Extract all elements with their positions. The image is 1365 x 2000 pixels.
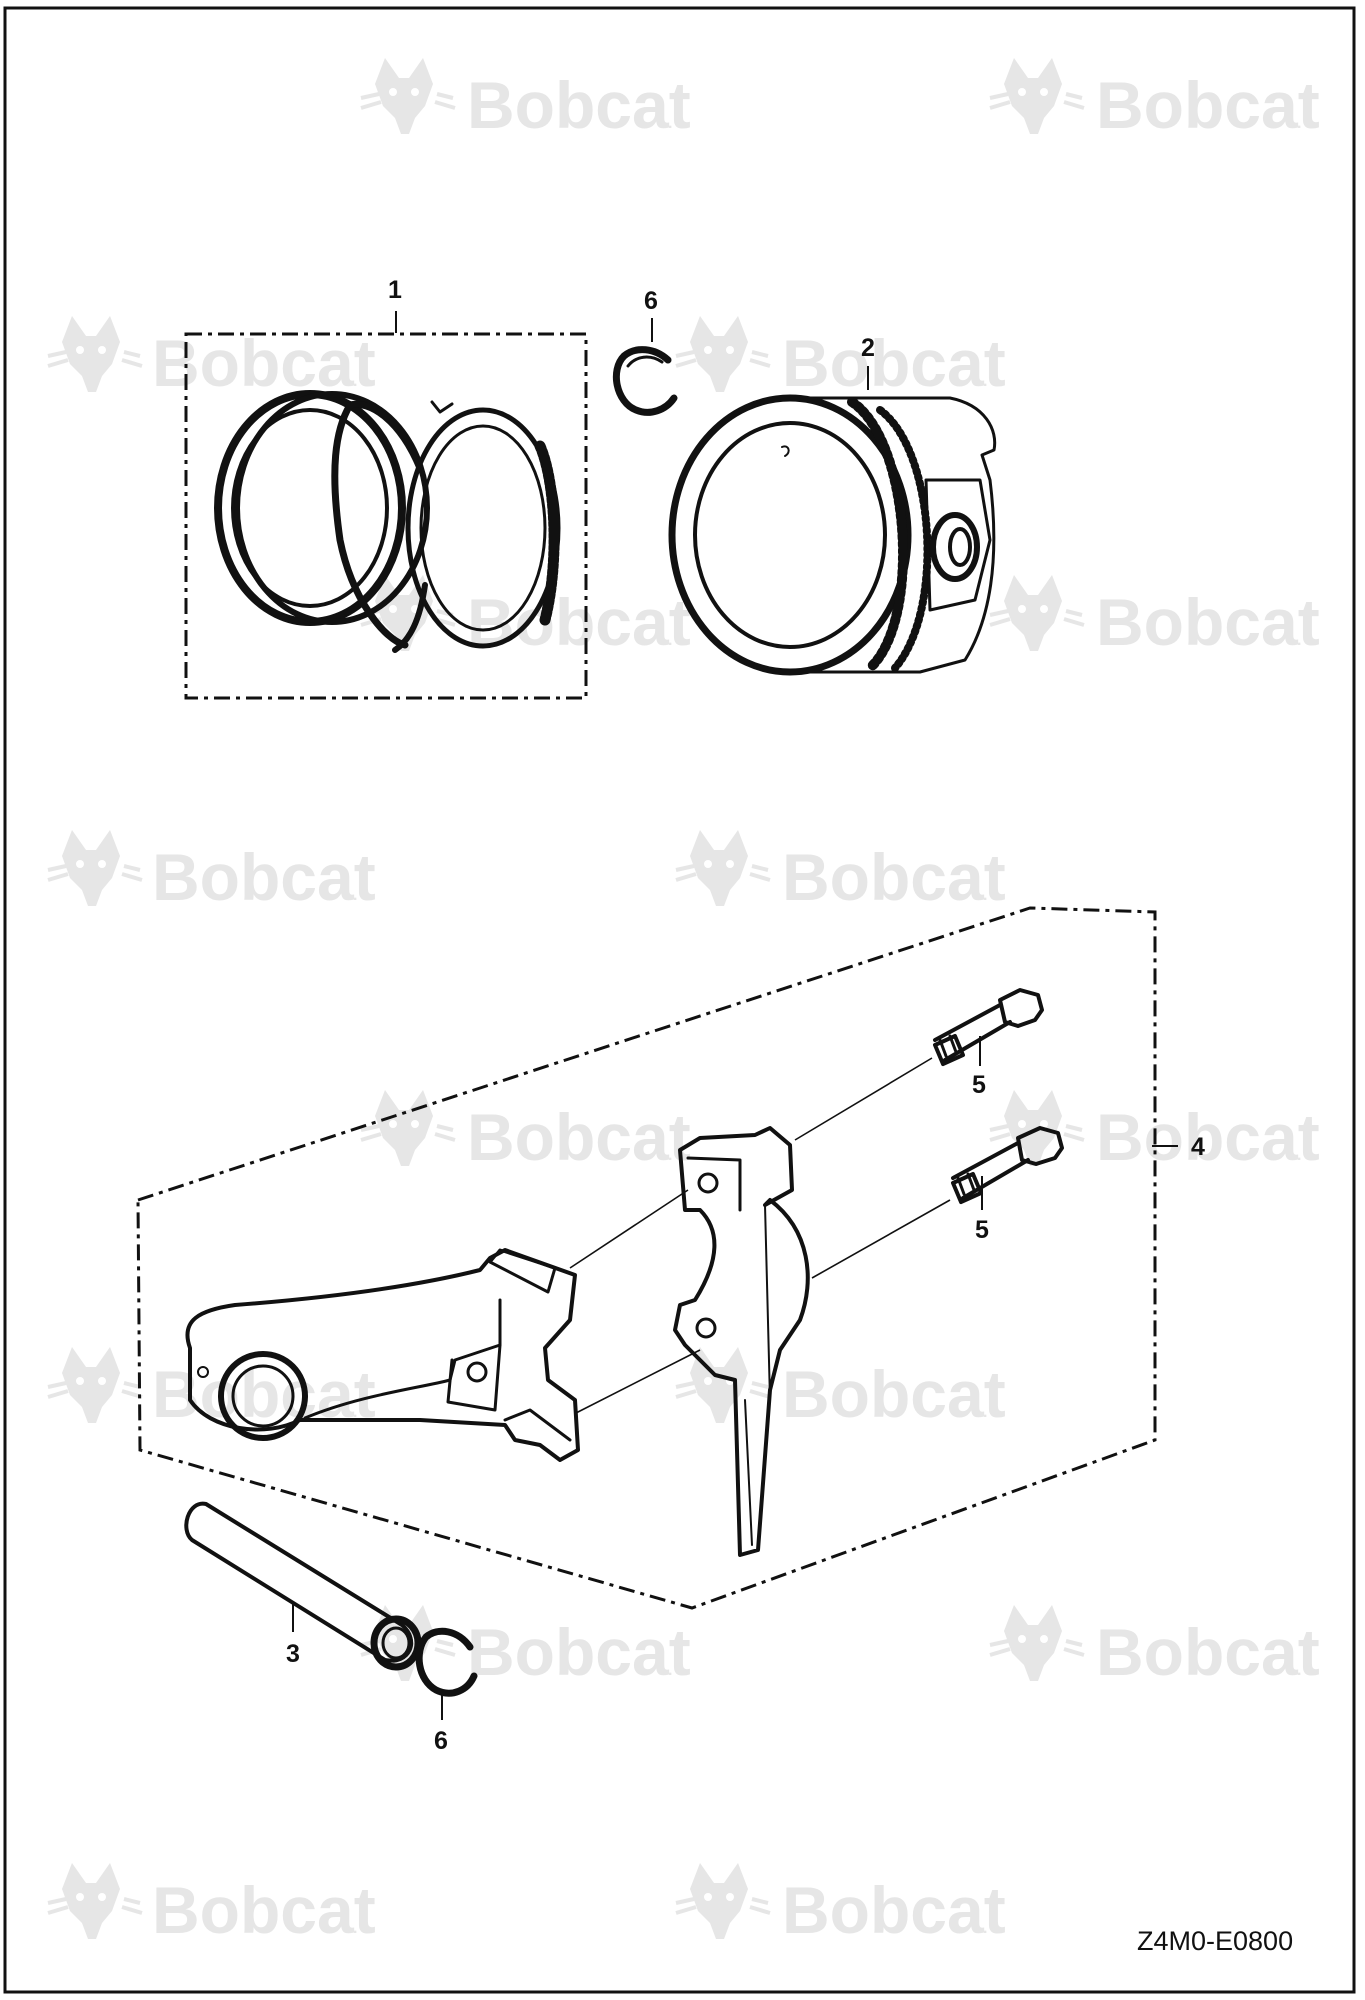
- watermark-10: Bobcat.: [988, 1088, 1320, 1174]
- compression-ring-front: [214, 390, 430, 626]
- svg-text:Bobcat: Bobcat: [152, 326, 376, 400]
- svg-text:Bobcat: Bobcat: [467, 1100, 691, 1174]
- svg-text:Bobcat: Bobcat: [782, 1357, 1006, 1431]
- conrod: [185, 1248, 580, 1462]
- svg-text:2: 2: [861, 334, 875, 362]
- circlip-upper[interactable]: [612, 346, 678, 416]
- svg-text:Bobcat: Bobcat: [1096, 585, 1320, 659]
- svg-text:.: .: [353, 887, 357, 904]
- watermark-15: Bobcat.: [46, 1861, 376, 1947]
- callout-6-upper: 6: [644, 287, 658, 342]
- svg-text:4: 4: [1191, 1133, 1205, 1161]
- ring-set-box: [184, 332, 588, 700]
- svg-text:.: .: [353, 373, 357, 390]
- svg-text:5: 5: [975, 1216, 989, 1244]
- watermark-12: Bobcat.: [674, 1345, 1006, 1431]
- callout-4: 4: [1152, 1133, 1205, 1161]
- svg-text:Bobcat: Bobcat: [152, 840, 376, 914]
- svg-text:.: .: [1297, 1147, 1301, 1164]
- svg-text:Bobcat: Bobcat: [782, 1873, 1006, 1947]
- watermark-4: Bobcat.: [674, 314, 1006, 400]
- callout-6-lower: 6: [434, 1694, 448, 1755]
- conrod-bolt-upper: [933, 988, 1044, 1066]
- svg-text:.: .: [1297, 632, 1301, 649]
- piston-pin[interactable]: [184, 1501, 422, 1671]
- watermark-8: Bobcat.: [674, 828, 1006, 914]
- callout-2: 2: [861, 334, 875, 390]
- watermark-2: Bobcat.: [988, 56, 1320, 142]
- svg-text:.: .: [983, 887, 987, 904]
- svg-text:Bobcat: Bobcat: [467, 1615, 691, 1689]
- svg-text:.: .: [1297, 115, 1301, 132]
- drawing-code: Z4M0-E0800: [1137, 1926, 1293, 1956]
- watermark-7: Bobcat.: [46, 828, 376, 914]
- svg-text:3: 3: [286, 1640, 300, 1668]
- watermark-14: Bobcat.: [988, 1603, 1320, 1689]
- page-border: [3, 6, 1356, 1994]
- conrod-cap: [673, 1126, 810, 1557]
- svg-text:.: .: [983, 1920, 987, 1937]
- callout-1: 1: [388, 276, 402, 333]
- svg-text:.: .: [668, 1662, 672, 1679]
- callout-3: 3: [286, 1604, 300, 1668]
- svg-text:Bobcat: Bobcat: [1096, 68, 1320, 142]
- callout-5-lower: 5: [975, 1176, 989, 1244]
- piston[interactable]: [668, 394, 997, 676]
- watermark-5: Bobcat.: [359, 573, 691, 659]
- svg-text:1: 1: [388, 276, 402, 304]
- svg-text:Bobcat: Bobcat: [152, 1873, 376, 1947]
- svg-text:Bobcat: Bobcat: [467, 585, 691, 659]
- watermark-16: Bobcat.: [674, 1861, 1006, 1947]
- svg-text:6: 6: [434, 1727, 448, 1755]
- conrod-assembly[interactable]: [136, 906, 1157, 1610]
- svg-text:.: .: [353, 1920, 357, 1937]
- watermark-6: Bobcat.: [988, 573, 1320, 659]
- svg-text:.: .: [668, 115, 672, 132]
- watermark-13: Bobcat.: [359, 1603, 691, 1689]
- svg-text:Bobcat: Bobcat: [1096, 1615, 1320, 1689]
- svg-text:.: .: [353, 1404, 357, 1421]
- svg-text:.: .: [668, 1147, 672, 1164]
- watermark-3: Bobcat.: [46, 314, 376, 400]
- svg-text:.: .: [1297, 1662, 1301, 1679]
- watermark-1: Bobcat.: [359, 56, 691, 142]
- circlip-lower[interactable]: [415, 1627, 478, 1697]
- svg-text:Bobcat: Bobcat: [782, 326, 1006, 400]
- svg-text:Bobcat: Bobcat: [467, 68, 691, 142]
- svg-text:.: .: [983, 373, 987, 390]
- conrod-assembly-boundary: [136, 906, 1157, 1610]
- svg-text:.: .: [668, 632, 672, 649]
- oil-ring: [405, 400, 561, 649]
- svg-text:.: .: [983, 1404, 987, 1421]
- svg-text:6: 6: [644, 287, 658, 315]
- svg-text:5: 5: [972, 1071, 986, 1099]
- watermark-9: Bobcat.: [359, 1088, 691, 1174]
- svg-text:Bobcat: Bobcat: [1096, 1100, 1320, 1174]
- svg-text:Bobcat: Bobcat: [782, 840, 1006, 914]
- watermark-layer: Bobcat. Bobcat. Bobcat. Bobcat. Bobcat. …: [46, 56, 1320, 1947]
- callout-5-upper: 5: [972, 1036, 986, 1099]
- piston-ring-set[interactable]: [184, 332, 588, 700]
